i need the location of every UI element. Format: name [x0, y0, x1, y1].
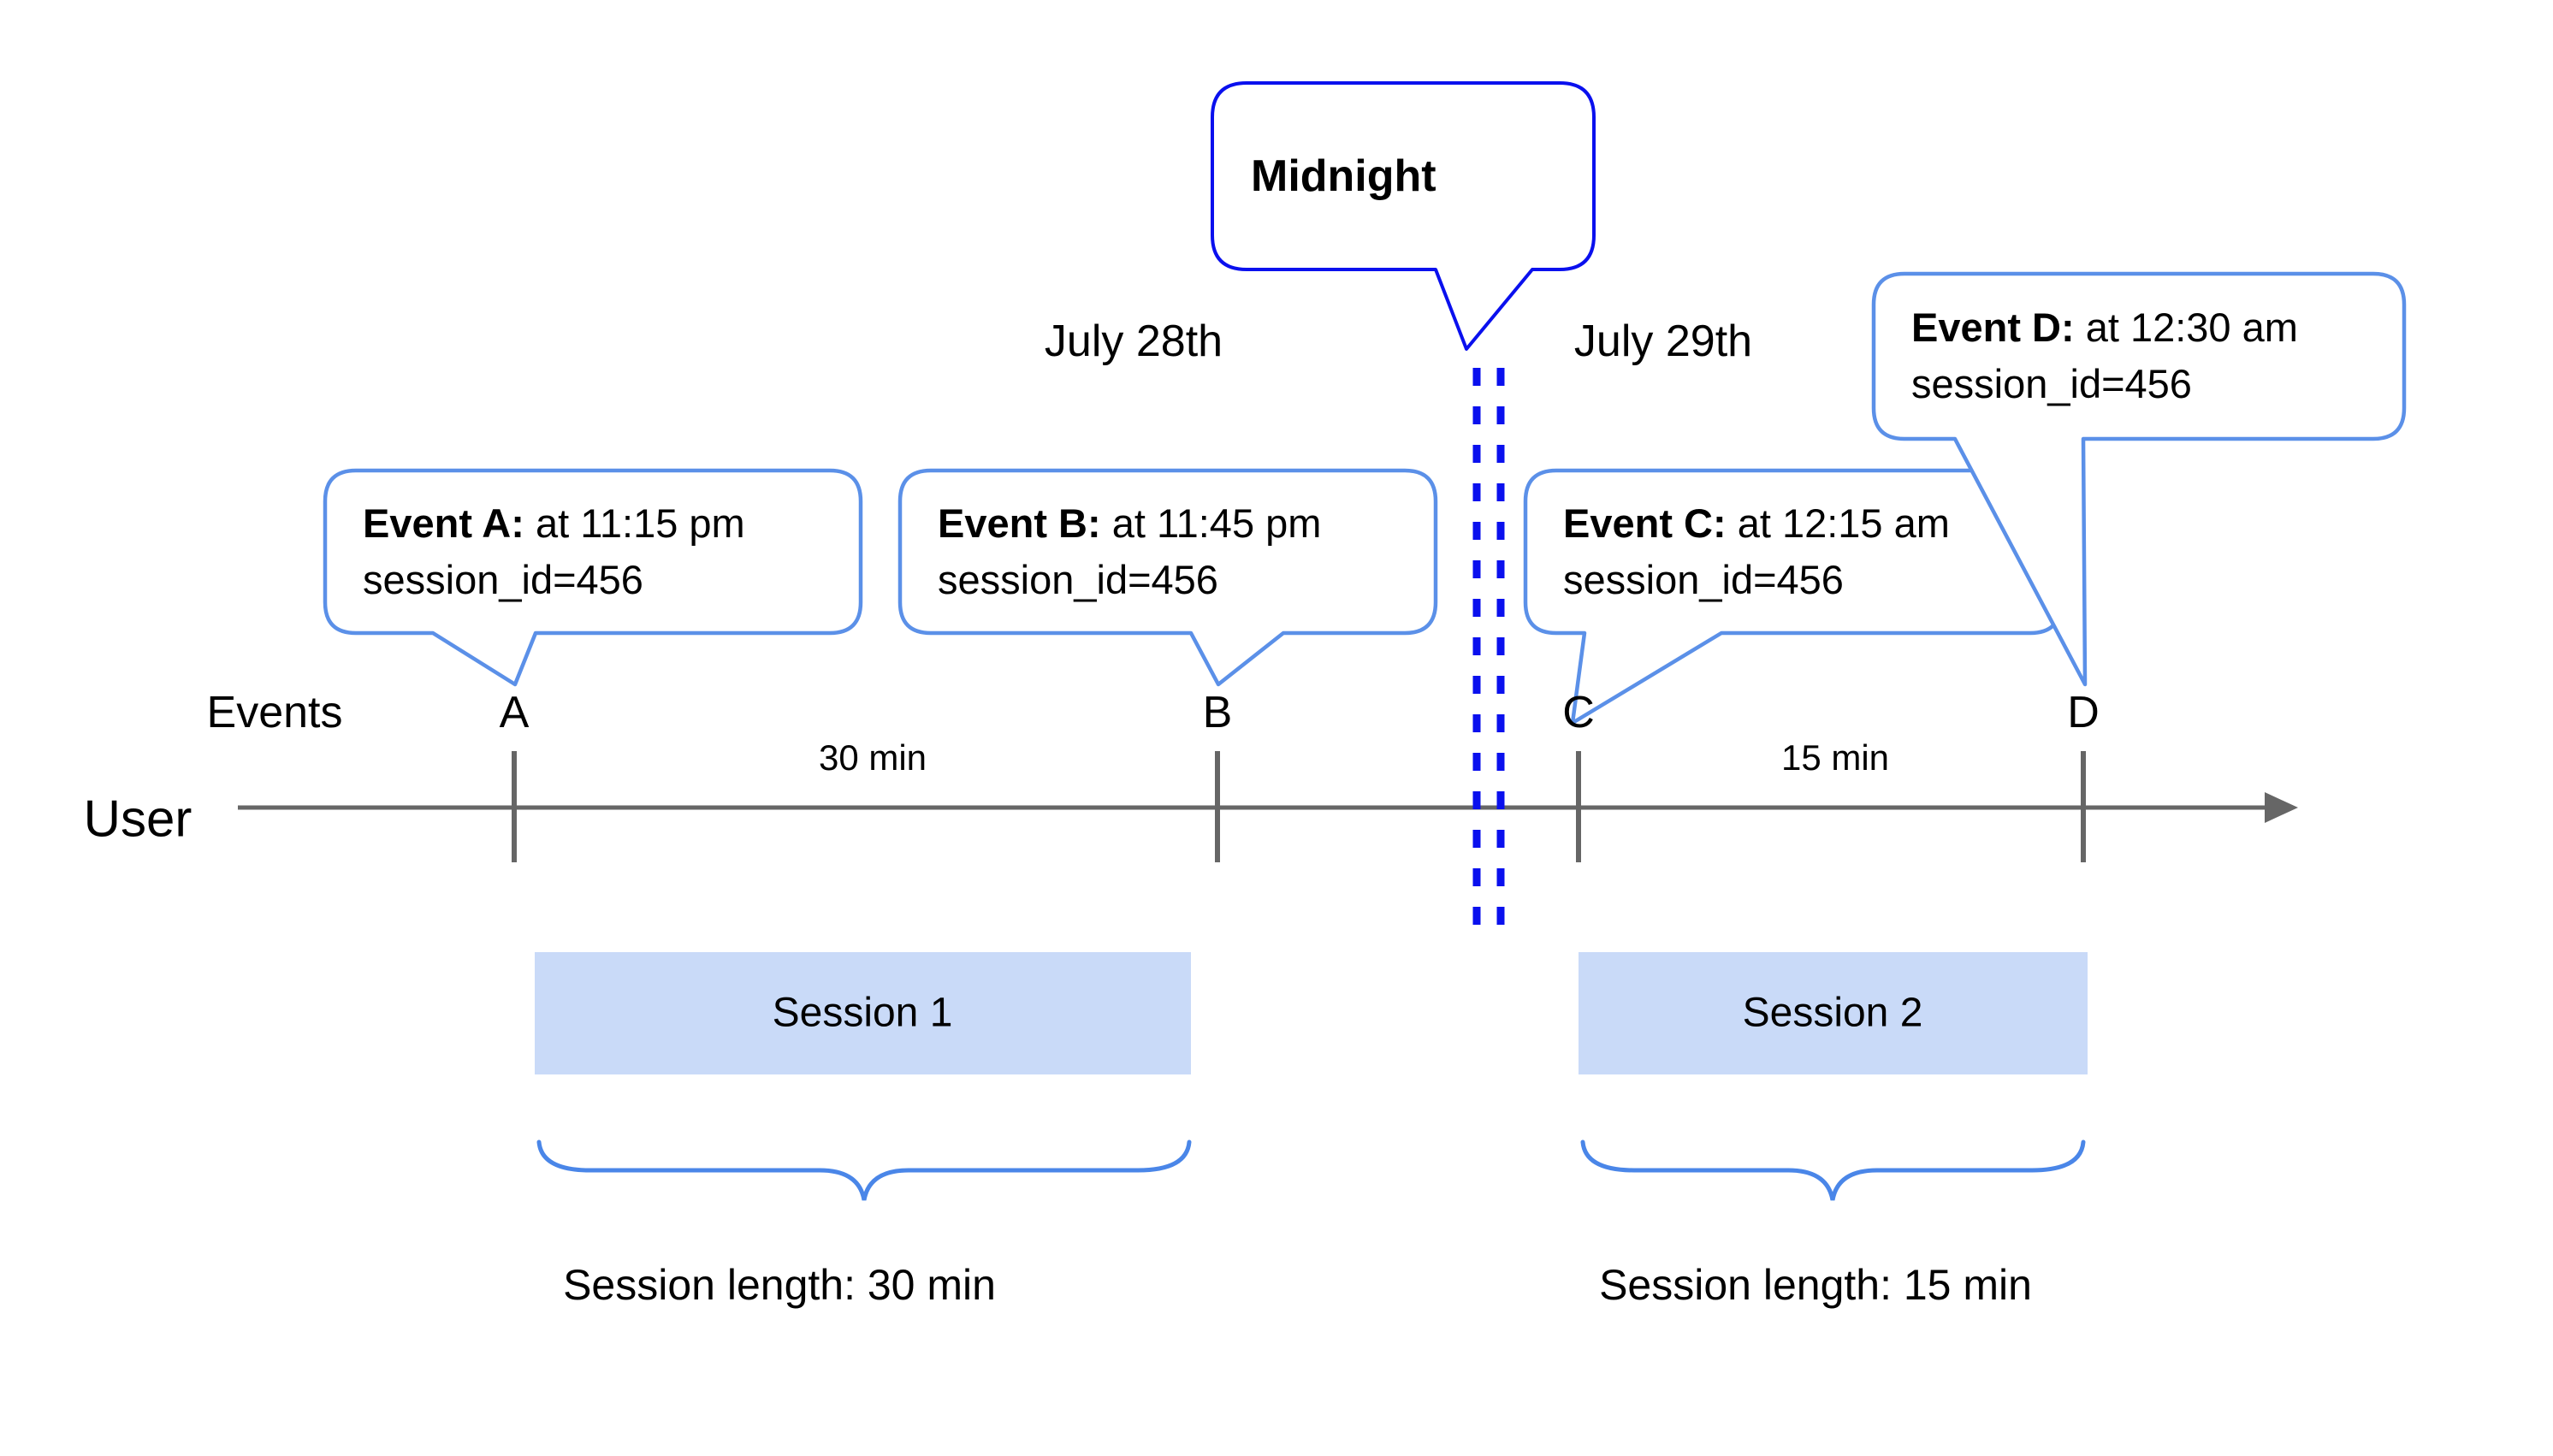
event-letter-a: A [499, 688, 530, 737]
event-c-title: Event C: [1563, 500, 1727, 546]
event-d-bubble [1871, 271, 2407, 687]
event-b-session-id: session_id=456 [938, 557, 1218, 602]
event-d-title: Event D: [1911, 305, 2075, 350]
session-1-brace [536, 1139, 1192, 1201]
session-2-length-label: Session length: 15 min [1599, 1261, 2032, 1309]
timeline-arrowhead-icon [2265, 792, 2298, 823]
event-b-title-line: Event B: at 11:45 pm [938, 495, 1321, 552]
session-2-box [1579, 952, 2088, 1074]
date-july-28: July 28th [1044, 317, 1223, 366]
event-b-title: Event B: [938, 500, 1101, 546]
session-2-brace [1580, 1139, 2086, 1201]
event-letter-d: D [2067, 688, 2100, 737]
event-a-session-id: session_id=456 [363, 557, 643, 602]
gap-label-15min: 15 min [1780, 737, 1890, 778]
events-axis-label: Events [206, 688, 343, 737]
event-b-bubble [897, 468, 1438, 687]
event-c-time: at 12:15 am [1726, 500, 1950, 546]
session-2-label: Session 2 [1742, 990, 1923, 1036]
event-d-callout-text: Event D: at 12:30 am session_id=456 [1911, 299, 2298, 412]
event-d-title-line: Event D: at 12:30 am [1911, 299, 2298, 356]
midnight-label: Midnight [1251, 151, 1436, 201]
event-b-time: at 11:45 pm [1100, 500, 1322, 546]
event-a-title-line: Event A: at 11:15 pm [363, 495, 745, 552]
event-d-time: at 12:30 am [2074, 305, 2298, 350]
event-d-session-id: session_id=456 [1911, 361, 2192, 406]
session-1-length-label: Session length: 30 min [563, 1261, 996, 1309]
gap-label-30min: 30 min [818, 737, 927, 778]
event-b-callout-text: Event B: at 11:45 pm session_id=456 [938, 495, 1321, 608]
event-c-session-id: session_id=456 [1563, 557, 1844, 602]
user-axis-label: User [83, 790, 193, 848]
event-c-callout-text: Event C: at 12:15 am session_id=456 [1563, 495, 1950, 608]
event-c-title-line: Event C: at 12:15 am [1563, 495, 1950, 552]
session-1-label: Session 1 [772, 990, 953, 1036]
event-a-title: Event A: [363, 500, 524, 546]
event-a-time: at 11:15 pm [524, 500, 745, 546]
event-letter-b: B [1202, 688, 1233, 737]
date-july-29: July 29th [1573, 317, 1753, 366]
midnight-bubble [1211, 81, 1596, 351]
event-a-callout-text: Event A: at 11:15 pm session_id=456 [363, 495, 745, 608]
event-a-bubble [323, 468, 863, 687]
session-1-box [535, 952, 1191, 1074]
event-letter-c: C [1562, 688, 1595, 737]
